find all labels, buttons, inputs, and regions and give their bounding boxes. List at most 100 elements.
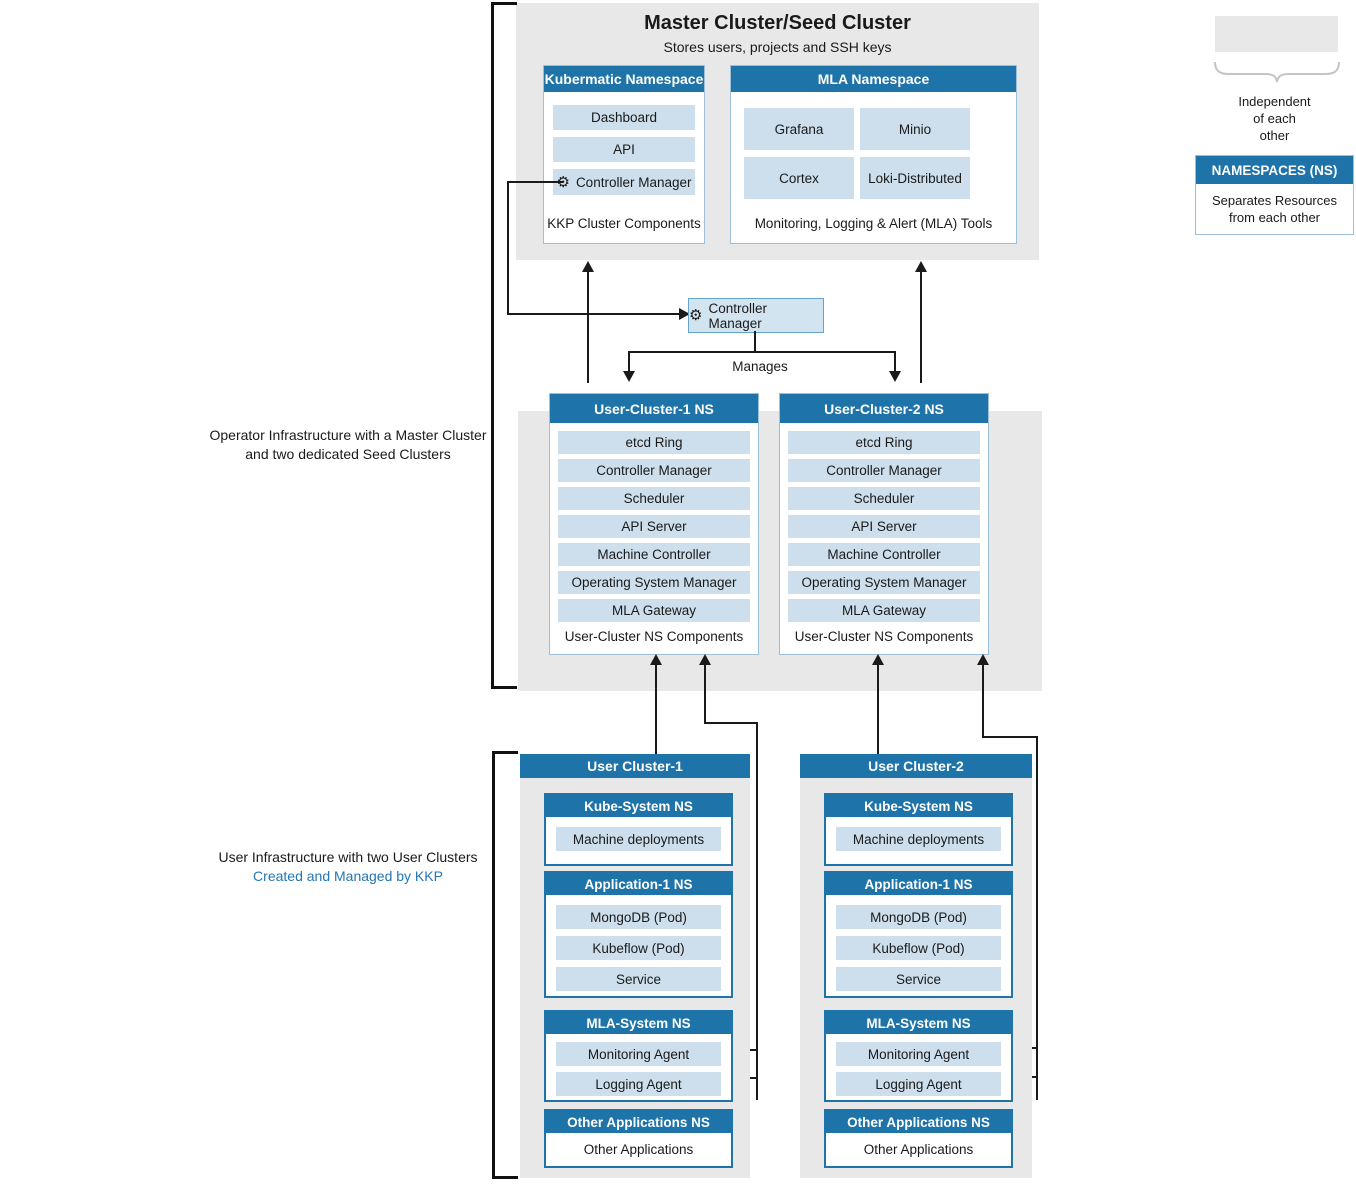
dashboard-item: Dashboard xyxy=(553,105,695,130)
logging-agent-item: Logging Agent xyxy=(836,1072,1001,1096)
kubermatic-footer-label: KKP Cluster Components xyxy=(547,216,701,231)
mla-namespace-box: MLA Namespace Grafana Minio Cortex Loki-… xyxy=(730,65,1017,244)
etcd-ring-item: etcd Ring xyxy=(788,431,980,454)
uc1-application-1-ns-box: Application-1 NS MongoDB (Pod) Kubeflow … xyxy=(544,871,733,998)
mla-namespace-header: MLA Namespace xyxy=(731,66,1016,92)
connector-uc2-agents-elbow xyxy=(982,736,1038,738)
connector-uc1-up xyxy=(655,664,657,754)
machine-controller-item: Machine Controller xyxy=(788,543,980,566)
uc2-application-1-ns-box: Application-1 NS MongoDB (Pod) Kubeflow … xyxy=(824,871,1013,998)
gear-icon: ⚙ xyxy=(689,307,703,324)
minio-item: Minio xyxy=(860,108,970,150)
api-server-item: API Server xyxy=(788,515,980,538)
created-managed-by-kkp-label: Created and Managed by KKP xyxy=(253,868,443,884)
machine-deployments-item: Machine deployments xyxy=(836,827,1001,851)
grafana-item: Grafana xyxy=(744,108,854,150)
operator-bracket-bottom-stub xyxy=(491,686,517,689)
master-cluster-title: Master Cluster/Seed Cluster xyxy=(644,12,911,34)
other-applications-item: Other Applications xyxy=(863,1142,974,1157)
connector-seed1-up xyxy=(587,271,589,383)
connector-uc1-agents-elbow xyxy=(704,722,758,724)
user-bracket xyxy=(492,751,495,1179)
user-cluster-2-ns-box: User-Cluster-2 NS etcd Ring Controller M… xyxy=(779,393,989,655)
mla-footer-label: Monitoring, Logging & Alert (MLA) Tools xyxy=(754,216,993,231)
connector-cm-down xyxy=(507,181,509,315)
api-server-item: API Server xyxy=(558,515,750,538)
uc2-other-applications-ns-box: Other Applications NS Other Applications xyxy=(824,1109,1013,1168)
connector-uc2-agents-up xyxy=(982,664,984,738)
operator-bracket-top-stub xyxy=(491,2,517,5)
connector-cm-out xyxy=(507,181,563,183)
monitoring-agent-item: Monitoring Agent xyxy=(836,1042,1001,1066)
legend-gray-swatch xyxy=(1215,16,1338,52)
connector-seed2-up xyxy=(920,271,922,383)
connector-cm-stem xyxy=(754,331,756,353)
machine-controller-item: Machine Controller xyxy=(558,543,750,566)
uc1-mla-system-ns-header: MLA-System NS xyxy=(546,1012,731,1034)
namespaces-legend-header: NAMESPACES (NS) xyxy=(1196,156,1353,184)
uc2-mla-system-ns-box: MLA-System NS Monitoring Agent Logging A… xyxy=(824,1010,1013,1102)
connector-uc1-agents-up xyxy=(704,664,706,724)
arrowhead-uc1-up xyxy=(650,654,662,665)
connector-manages-left-drop xyxy=(628,351,630,373)
user-cluster-ns-components-label: User-Cluster NS Components xyxy=(794,629,974,644)
master-cluster-subtitle: Stores users, projects and SSH keys xyxy=(663,39,892,55)
user-cluster-2-ns-header: User-Cluster-2 NS xyxy=(780,394,988,423)
uc1-kube-system-ns-box: Kube-System NS Machine deployments xyxy=(544,793,733,866)
arrowhead-uc1-agents-up xyxy=(699,654,711,665)
namespaces-legend-box: NAMESPACES (NS) Separates Resources from… xyxy=(1195,155,1354,235)
independent-label: Independent of each other xyxy=(1238,94,1311,143)
uc1-kube-system-ns-header: Kube-System NS xyxy=(546,795,731,817)
uc1-other-applications-ns-box: Other Applications NS Other Applications xyxy=(544,1109,733,1168)
uc1-application-1-ns-header: Application-1 NS xyxy=(546,873,731,895)
arrowhead-uc2-agents-up xyxy=(977,654,989,665)
user-cluster-1-ns-box: User-Cluster-1 NS etcd Ring Controller M… xyxy=(549,393,759,655)
logging-agent-item: Logging Agent xyxy=(556,1072,721,1096)
user-infrastructure-label: User Infrastructure with two User Cluste… xyxy=(168,848,528,886)
mongodb-pod-item: MongoDB (Pod) xyxy=(836,905,1001,929)
uc2-application-1-ns-header: Application-1 NS xyxy=(826,873,1011,895)
operating-system-manager-item: Operating System Manager xyxy=(558,571,750,594)
cortex-item: Cortex xyxy=(744,157,854,199)
user-bracket-bottom-stub xyxy=(492,1176,518,1179)
connector-uc2-agents-riser xyxy=(1036,736,1038,1100)
other-applications-item: Other Applications xyxy=(583,1142,694,1157)
service-item: Service xyxy=(556,967,721,991)
controller-manager-label: Controller Manager xyxy=(708,300,767,331)
namespaces-legend-body: Separates Resources from each other xyxy=(1211,193,1337,225)
controller-manager-box: ⚙ Controller Manager xyxy=(688,298,824,333)
operator-bracket xyxy=(491,2,494,689)
machine-deployments-item: Machine deployments xyxy=(556,827,721,851)
loki-distributed-item: Loki-Distributed xyxy=(860,157,970,199)
connector-manages-right-drop xyxy=(894,351,896,373)
monitoring-agent-item: Monitoring Agent xyxy=(556,1042,721,1066)
arrowhead-seed1-up xyxy=(582,261,594,272)
controller-manager-item: Controller Manager xyxy=(788,459,980,482)
uc1-mla-system-ns-box: MLA-System NS Monitoring Agent Logging A… xyxy=(544,1010,733,1102)
controller-manager-item: ⚙ Controller Manager xyxy=(553,169,695,195)
operator-infrastructure-label: Operator Infrastructure with a Master Cl… xyxy=(209,427,487,462)
uc2-kube-system-ns-header: Kube-System NS xyxy=(826,795,1011,817)
arrowhead-uc2-up xyxy=(872,654,884,665)
user-cluster-ns-components-label: User-Cluster NS Components xyxy=(564,629,744,644)
controller-manager-item: Controller Manager xyxy=(558,459,750,482)
service-item: Service xyxy=(836,967,1001,991)
arrowhead-to-ns1 xyxy=(623,371,635,382)
operating-system-manager-item: Operating System Manager xyxy=(788,571,980,594)
user-infrastructure-label-line1: User Infrastructure with two User Cluste… xyxy=(218,849,478,865)
uc2-other-applications-ns-header: Other Applications NS xyxy=(826,1111,1011,1133)
connector-uc1-agents-riser xyxy=(756,722,758,1100)
kubeflow-pod-item: Kubeflow (Pod) xyxy=(836,936,1001,960)
user-bracket-top-stub xyxy=(492,751,518,754)
arrowhead-seed2-up xyxy=(915,261,927,272)
brace-icon xyxy=(1214,61,1340,83)
uc1-other-applications-ns-header: Other Applications NS xyxy=(546,1111,731,1133)
api-item: API xyxy=(553,137,695,162)
kubermatic-namespace-header: Kubermatic Namespace xyxy=(544,66,704,92)
connector-cm-in xyxy=(507,313,680,315)
etcd-ring-item: etcd Ring xyxy=(558,431,750,454)
mla-gateway-item: MLA Gateway xyxy=(788,599,980,622)
manages-label: Manages xyxy=(732,359,788,374)
user-cluster-1-ns-header: User-Cluster-1 NS xyxy=(550,394,758,423)
uc2-mla-system-ns-header: MLA-System NS xyxy=(826,1012,1011,1034)
